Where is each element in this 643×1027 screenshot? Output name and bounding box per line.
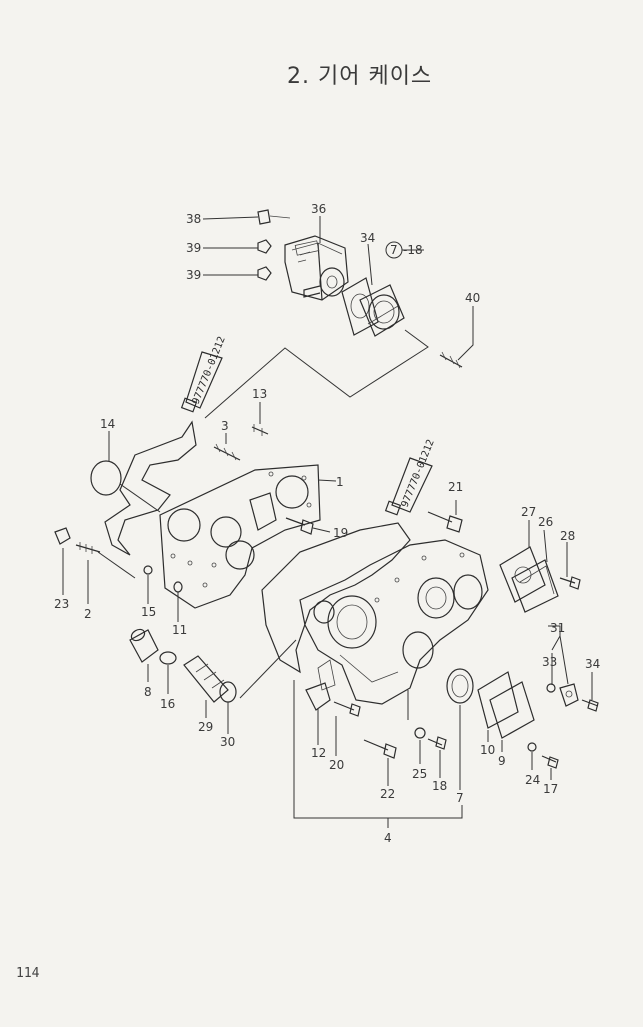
sealant-tube-lower: 977770-01212 — [384, 438, 437, 516]
cap-nut — [54, 527, 71, 545]
flange-bolt — [559, 577, 576, 584]
callout-17: 17 — [543, 782, 558, 796]
callout-10: 10 — [480, 743, 495, 757]
callout-9: 9 — [498, 754, 506, 768]
o-ring-small — [546, 683, 556, 693]
callout-2: 2 — [84, 607, 92, 621]
oil-seal — [446, 668, 474, 704]
callout-26: 26 — [538, 515, 553, 529]
callout-25: 25 — [412, 767, 427, 781]
callout-28: 28 — [560, 529, 575, 543]
washer — [414, 727, 426, 739]
callout-7-18-suffix: -18 — [403, 243, 423, 257]
callout-20: 20 — [329, 758, 344, 772]
callout-24: 24 — [525, 773, 540, 787]
callout-1: 1 — [336, 475, 344, 489]
callout-4: 4 — [384, 831, 392, 845]
cover-gasket — [499, 546, 546, 603]
dowel-pin — [173, 581, 183, 593]
callout-22: 22 — [380, 787, 395, 801]
callout-19: 19 — [333, 526, 348, 540]
sealant-part-number: 977770-01212 — [400, 438, 437, 509]
cover-plate — [489, 681, 535, 739]
callout-8: 8 — [144, 685, 152, 699]
callout-29: 29 — [198, 720, 213, 734]
bolt — [581, 699, 599, 707]
water-pipe — [183, 655, 229, 703]
flange-bolt — [427, 511, 453, 523]
callout-7: 7 — [390, 243, 398, 257]
callout-7: 7 — [456, 791, 464, 805]
callout-11: 11 — [172, 623, 187, 637]
gear-case-plate — [159, 464, 321, 609]
pump-leader-line — [204, 329, 429, 419]
o-ring-small — [159, 651, 177, 665]
callout-3: 3 — [221, 419, 229, 433]
callout-40: 40 — [465, 291, 480, 305]
leader-lines — [62, 216, 593, 828]
plug-assembly — [559, 683, 579, 707]
bracket — [305, 682, 331, 711]
callout-36: 36 — [311, 202, 326, 216]
callout-21: 21 — [448, 480, 463, 494]
callout-31: 31 — [550, 621, 565, 635]
pump-nuts — [257, 239, 272, 281]
sealant-tube-upper: 977770-01212 — [180, 335, 228, 413]
cover-plate — [511, 559, 559, 613]
gear-case-gasket-rear — [104, 420, 197, 556]
o-ring-small — [219, 681, 237, 703]
callout-27: 27 — [521, 505, 536, 519]
callout-16: 16 — [160, 697, 175, 711]
callout-14: 14 — [100, 417, 115, 431]
o-ring-small — [143, 565, 153, 575]
callout-13: 13 — [252, 387, 267, 401]
cover-gasket — [477, 671, 519, 729]
pump-gasket — [341, 277, 379, 336]
callout-labels: 38 39 39 36 34 7 -18 40 13 3 14 1 19 21 … — [54, 202, 600, 845]
gear-case-housing — [299, 539, 489, 705]
page-number: 114 — [16, 966, 40, 981]
callout-38: 38 — [186, 212, 201, 226]
gear-case-gasket-front — [261, 522, 411, 674]
bolt — [363, 739, 389, 751]
callout-34: 34 — [585, 657, 600, 671]
callout-12: 12 — [311, 746, 326, 760]
hydraulic-pump — [284, 235, 349, 301]
callout-23: 23 — [54, 597, 69, 611]
callout-18: 18 — [432, 779, 447, 793]
callout-30: 30 — [220, 735, 235, 749]
bolt — [427, 738, 443, 746]
callout-34: 34 — [360, 231, 375, 245]
pump-bolt — [257, 209, 291, 225]
washer — [527, 742, 537, 752]
callout-15: 15 — [141, 605, 156, 619]
water-elbow — [129, 628, 159, 663]
callout-39: 39 — [186, 241, 201, 255]
stud — [251, 426, 269, 435]
callout-33: 33 — [542, 655, 557, 669]
o-ring-large — [90, 460, 122, 496]
page-title: 2. 기어 케이스 — [287, 64, 433, 89]
pump-adapter-flange — [359, 284, 405, 337]
callout-39: 39 — [186, 268, 201, 282]
